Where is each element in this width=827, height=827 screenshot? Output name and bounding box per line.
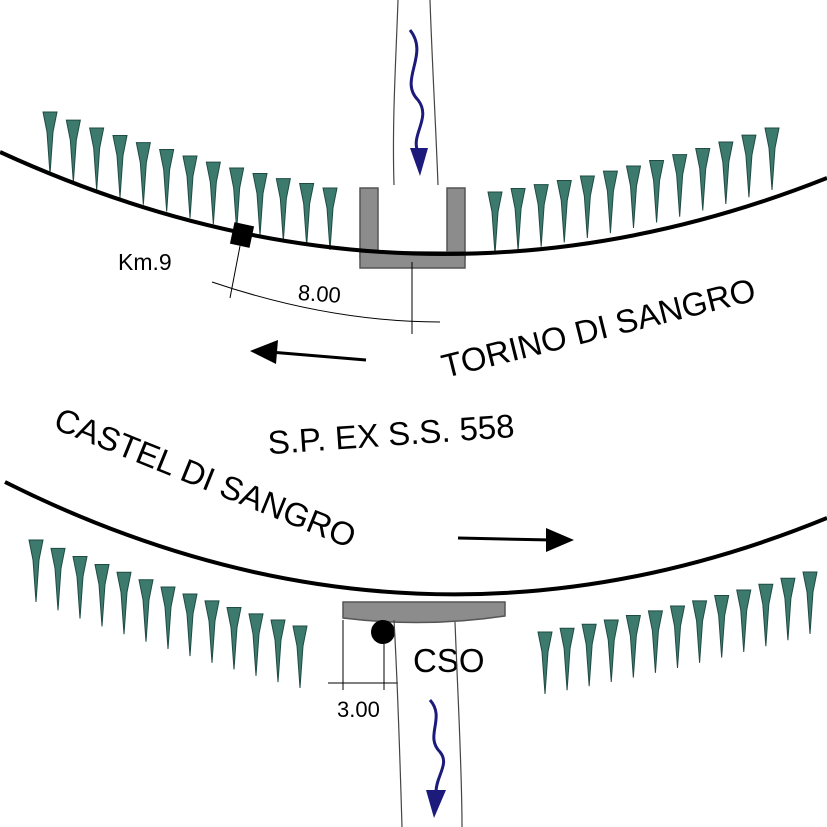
vegetation-bottom-right	[537, 571, 818, 695]
grass-tuft-icon	[160, 586, 176, 650]
grass-tuft-icon	[714, 595, 730, 659]
grass-tuft-icon	[758, 583, 774, 647]
grass-tuft-icon	[292, 625, 308, 689]
manhole-icon	[371, 620, 395, 644]
flow-arrow-icon	[408, 29, 425, 153]
culvert-headwall-top	[359, 187, 466, 269]
grass-tuft-icon	[204, 600, 220, 664]
grass-tuft-icon	[112, 135, 128, 198]
grass-tuft-icon	[270, 619, 286, 683]
cso-label: CSO	[413, 642, 485, 679]
flow-arrow-head	[426, 790, 446, 818]
grass-tuft-icon	[692, 600, 708, 664]
town-label-right: TORINO DI SANGRO	[438, 271, 759, 385]
grass-tuft-icon	[695, 148, 711, 211]
grass-tuft-icon	[248, 613, 264, 677]
grass-tuft-icon	[487, 191, 503, 255]
grass-tuft-icon	[72, 556, 88, 620]
grass-tuft-icon	[229, 167, 245, 231]
grass-tuft-icon	[556, 180, 572, 243]
grass-tuft-icon	[252, 173, 268, 236]
grass-tuft-icon	[205, 161, 221, 225]
grass-tuft-icon	[718, 141, 734, 205]
culvert-outlet-bottom	[342, 601, 506, 624]
grass-tuft-icon	[670, 605, 685, 669]
vegetation-bottom-left	[28, 539, 308, 689]
direction-arrow-icon	[250, 340, 278, 364]
grass-tuft-icon	[275, 178, 291, 242]
grass-tuft-icon	[533, 184, 549, 248]
grass-tuft-icon	[50, 547, 66, 611]
grass-tuft-icon	[602, 170, 618, 234]
km-marker-icon	[229, 222, 255, 248]
grass-tuft-icon	[559, 627, 575, 691]
flow-arrow-head	[410, 148, 428, 176]
flow-arrow-icon	[428, 699, 446, 793]
distance-top-label: 8.00	[297, 280, 341, 308]
direction-arrow-icon	[546, 528, 574, 552]
grass-tuft-icon	[138, 579, 154, 643]
km-leader-line	[229, 245, 241, 299]
grass-tuft-icon	[581, 623, 597, 687]
grass-tuft-icon	[510, 188, 526, 251]
grass-tuft-icon	[299, 183, 315, 246]
grass-tuft-icon	[94, 564, 110, 627]
distance-bottom-label: 3.00	[337, 697, 380, 722]
grass-tuft-icon	[579, 175, 595, 239]
grass-tuft-icon	[647, 610, 663, 674]
grass-tuft-icon	[649, 160, 665, 223]
direction-arrow-right	[457, 528, 574, 552]
grass-tuft-icon	[802, 571, 818, 635]
grass-tuft-icon	[780, 577, 796, 641]
road-edge-bottom	[4, 480, 827, 597]
stream-upstream	[392, 0, 439, 186]
grass-tuft-icon	[672, 154, 688, 218]
grass-tuft-icon	[322, 187, 338, 251]
grass-tuft-icon	[603, 619, 619, 683]
grass-tuft-icon	[741, 134, 757, 198]
grass-tuft-icon	[625, 615, 641, 679]
grass-tuft-icon	[28, 539, 44, 603]
grass-tuft-icon	[42, 111, 58, 175]
grass-tuft-icon	[736, 589, 752, 653]
grass-tuft-icon	[537, 631, 553, 695]
grass-tuft-icon	[116, 571, 132, 635]
grass-tuft-icon	[226, 607, 242, 670]
stream-downstream	[393, 619, 463, 827]
grass-tuft-icon	[764, 127, 780, 191]
km-marker-label: Km.9	[118, 249, 172, 275]
grass-tuft-icon	[65, 119, 81, 183]
road-edge-top	[0, 150, 827, 256]
vegetation-top-left	[42, 111, 338, 251]
grass-tuft-icon	[159, 149, 175, 212]
grass-tuft-icon	[626, 165, 641, 229]
grass-tuft-icon	[135, 142, 151, 206]
direction-arrow-left	[250, 340, 367, 364]
road-name-label: S.P. EX S.S. 558	[267, 407, 516, 461]
grass-tuft-icon	[182, 593, 198, 657]
grass-tuft-icon	[89, 127, 105, 191]
grass-tuft-icon	[182, 155, 198, 219]
